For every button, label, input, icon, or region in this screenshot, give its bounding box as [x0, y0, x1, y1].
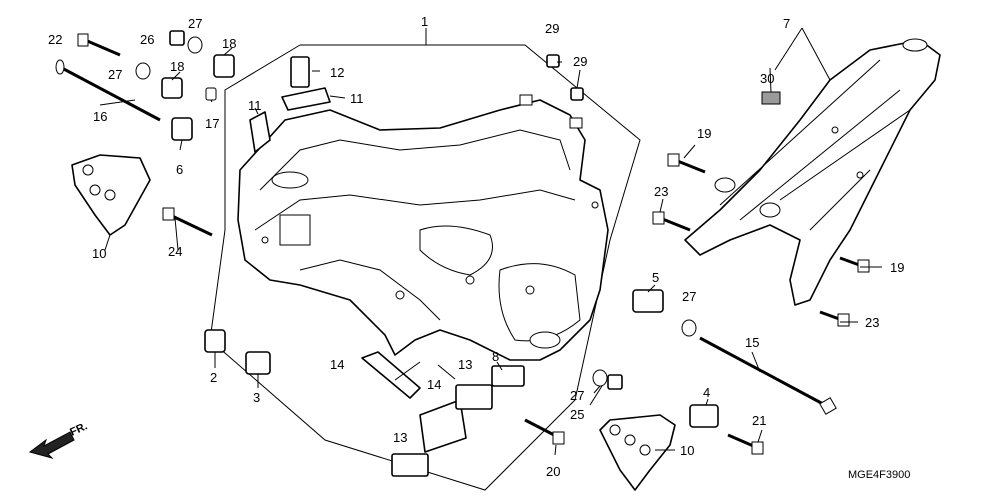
callout-10-left: 10	[92, 246, 106, 261]
bolt-22	[77, 33, 121, 57]
subframe-label-plate	[761, 91, 781, 105]
callout-6: 6	[176, 162, 183, 177]
collar-3	[245, 351, 271, 375]
callout-23-right: 23	[865, 315, 879, 330]
callout-30: 30	[760, 71, 774, 86]
callout-3: 3	[253, 390, 260, 405]
callout-12: 12	[330, 65, 344, 80]
callout-11-left: 11	[248, 98, 262, 113]
bolt-24	[162, 207, 213, 237]
pad-11-lower	[249, 111, 271, 153]
callout-2: 2	[210, 370, 217, 385]
frame-group-outline	[209, 44, 641, 491]
drawing-code: MGE4F3900	[848, 469, 910, 481]
callout-4: 4	[703, 385, 710, 400]
callout-27-left: 27	[108, 67, 122, 82]
callout-13-lower: 13	[393, 430, 407, 445]
bolt-21	[727, 433, 764, 455]
callout-24: 24	[168, 244, 182, 259]
callout-20: 20	[546, 464, 560, 479]
collar-4	[689, 404, 719, 428]
callout-18-lower: 18	[170, 59, 184, 74]
pad-8	[491, 365, 525, 387]
nut-25	[607, 374, 623, 390]
nut-26	[169, 30, 185, 46]
adjuster-18-lower	[161, 77, 183, 99]
adjuster-18-upper	[213, 54, 235, 78]
callout-11-right: 11	[350, 91, 364, 106]
callout-25: 25	[570, 407, 584, 422]
callout-23-upper: 23	[654, 184, 668, 199]
callout-21: 21	[752, 413, 766, 428]
callout-27-right: 27	[682, 289, 696, 304]
callout-13-upper: 13	[458, 357, 472, 372]
callout-14-mid: 14	[427, 377, 441, 392]
bolt-23-top	[652, 211, 691, 232]
callout-10-right: 10	[680, 443, 694, 458]
bolt-19-right	[839, 256, 870, 273]
washer-27-upper	[187, 36, 203, 54]
pad-14-lower	[419, 399, 467, 453]
bolt-17	[205, 87, 217, 101]
bolt-19-top	[667, 153, 706, 174]
main-frame-body	[237, 94, 609, 361]
front-arrow-icon	[28, 431, 75, 459]
rear-subframe	[684, 38, 941, 306]
callout-19-right: 19	[890, 260, 904, 275]
long-bolt-16	[55, 59, 161, 122]
leader-lines	[99, 27, 882, 456]
callout-29-upper: 29	[545, 21, 559, 36]
callout-7: 7	[783, 16, 790, 31]
washer-27-right	[681, 319, 697, 337]
callout-8: 8	[492, 349, 499, 364]
washer-27-mid	[135, 62, 151, 80]
callout-22: 22	[48, 32, 62, 47]
pad-14-upper	[361, 351, 421, 399]
callout-27-lower: 27	[570, 388, 584, 403]
washer-27-lower	[592, 369, 608, 387]
collar-5	[632, 289, 664, 313]
front-direction-label: FR.	[68, 420, 89, 438]
nut-29-upper	[546, 54, 560, 68]
callout-16: 16	[93, 109, 107, 124]
bolt-20	[524, 418, 565, 445]
bolt-23-right	[819, 310, 850, 327]
callout-15: 15	[745, 335, 759, 350]
callout-26: 26	[140, 32, 154, 47]
nut-29-lower	[570, 87, 584, 101]
callout-18-upper: 18	[222, 36, 236, 51]
pad-13-lower	[391, 453, 429, 477]
pad-11-upper	[281, 87, 331, 111]
callout-14-left: 14	[330, 357, 344, 372]
callout-29-lower: 29	[573, 54, 587, 69]
callout-1: 1	[421, 14, 428, 29]
callout-17: 17	[205, 116, 219, 131]
pad-12	[290, 56, 310, 88]
front-direction-indicator: FR.	[28, 420, 89, 459]
pad-13-upper	[455, 384, 493, 410]
callout-5: 5	[652, 270, 659, 285]
collar-2	[204, 329, 226, 353]
callout-27-top: 27	[188, 16, 202, 31]
callouts: 1 2 3 4 5 6 7 8 10 10 11 11 12 13 13 14 …	[48, 14, 904, 479]
long-bolt-15	[699, 336, 837, 415]
collar-6	[171, 117, 193, 141]
callout-19-upper: 19	[697, 126, 711, 141]
